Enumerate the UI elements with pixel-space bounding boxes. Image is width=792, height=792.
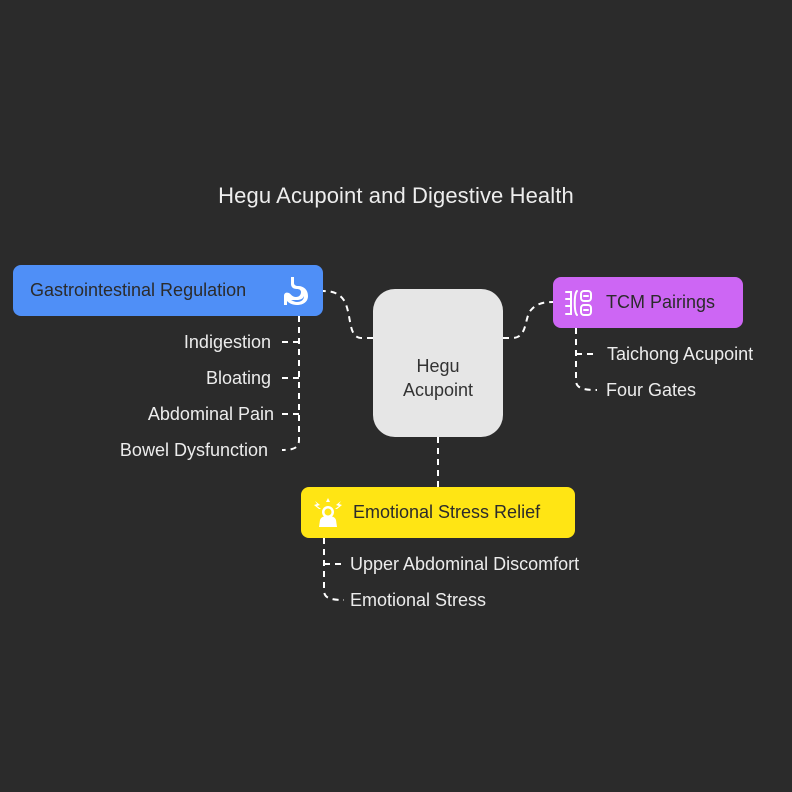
branch-gastrointestinal-regulation[interactable]: Gastrointestinal Regulation bbox=[13, 265, 323, 316]
tcm-child-four-gates: Four Gates bbox=[606, 380, 697, 400]
gi-child-abdominal-pain: Abdominal Pain bbox=[147, 404, 274, 424]
stressed-person-icon bbox=[311, 496, 345, 530]
branch-label: Emotional Stress Relief bbox=[353, 502, 541, 522]
branch-tcm-pairings[interactable]: TCM Pairings bbox=[553, 277, 743, 328]
tcm-child-taichong: Taichong Acupoint bbox=[607, 344, 754, 364]
branch-label: TCM Pairings bbox=[606, 292, 716, 312]
gi-child-bowel-dysfunction: Bowel Dysfunction bbox=[119, 440, 268, 460]
gi-child-bloating: Bloating bbox=[205, 368, 271, 388]
diagram-title: Hegu Acupoint and Digestive Health bbox=[218, 183, 574, 208]
acupoint-chart-icon bbox=[563, 286, 597, 320]
central-node-line2: Acupoint bbox=[402, 380, 474, 400]
emo-child-upper-abdominal-discomfort: Upper Abdominal Discomfort bbox=[350, 554, 580, 574]
branch-emotional-stress-relief[interactable]: Emotional Stress Relief bbox=[301, 487, 575, 538]
stomach-icon bbox=[279, 274, 313, 308]
connector-gi-trunk bbox=[281, 316, 300, 451]
connector-center-to-gi bbox=[322, 290, 373, 339]
gi-child-indigestion: Indigestion bbox=[183, 332, 271, 352]
branch-label: Gastrointestinal Regulation bbox=[30, 280, 247, 300]
central-node[interactable]: Hegu Acupoint bbox=[373, 289, 503, 437]
connector-center-to-tcm bbox=[503, 301, 554, 339]
connector-tcm-trunk bbox=[575, 328, 598, 391]
emo-child-emotional-stress: Emotional Stress bbox=[350, 590, 487, 610]
central-node-line1: Hegu bbox=[416, 356, 460, 376]
connector-emo-trunk bbox=[323, 538, 345, 601]
